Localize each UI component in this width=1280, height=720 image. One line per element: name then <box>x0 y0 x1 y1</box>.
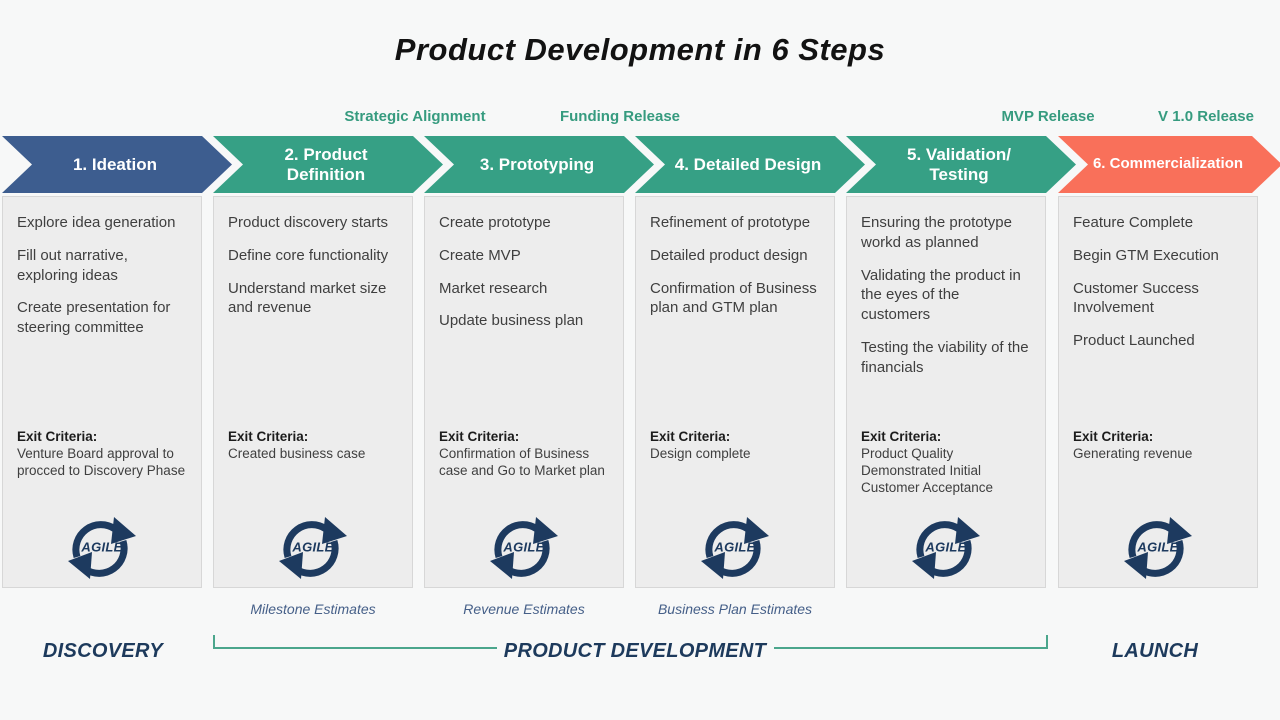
stage-arrow-commercialization: 6. Commercialization <box>1058 136 1280 193</box>
stage-header: 4. Detailed Design <box>674 154 822 174</box>
stage-item: Create presentation for steering committ… <box>17 299 171 337</box>
agile-arrows-icon <box>1124 517 1192 579</box>
agile-arrows-icon <box>279 517 347 579</box>
stage-card-validation-testing: Ensuring the prototype workd as planned … <box>846 196 1046 588</box>
exit-criteria-label: Exit Criteria: <box>228 429 309 444</box>
stage-header: 5. Validation/ Testing <box>907 145 1011 184</box>
exit-criteria-label: Exit Criteria: <box>439 429 520 444</box>
estimate-label-revenue: Revenue Estimates <box>463 601 585 617</box>
stage-arrow-ideation: 1. Ideation <box>2 136 232 193</box>
stage-header: 2. Product Definition <box>284 145 368 184</box>
agile-cycle-icon: AGILE <box>695 513 775 581</box>
agile-label: AGILE <box>292 539 334 555</box>
exit-criteria-block: Exit Criteria: Generating revenue <box>1073 429 1249 462</box>
agile-label: AGILE <box>714 539 756 555</box>
exit-criteria-text: Generating revenue <box>1073 446 1193 461</box>
agile-arrows-icon <box>68 517 136 579</box>
exit-criteria-text: Created business case <box>228 446 366 461</box>
stage-card-commercialization: Feature Complete Begin GTM Execution Cus… <box>1058 196 1258 588</box>
agile-label: AGILE <box>925 539 967 555</box>
stage-item: Testing the viability of the financials <box>861 338 1029 376</box>
agile-cycle-icon: AGILE <box>273 513 353 581</box>
exit-criteria-block: Exit Criteria: Confirmation of Business … <box>439 429 615 479</box>
exit-criteria-label: Exit Criteria: <box>17 429 98 444</box>
stage-item: Create prototype <box>439 214 551 231</box>
milestone-label-strategic-alignment: Strategic Alignment <box>344 108 486 125</box>
milestone-label-funding-release: Funding Release <box>559 108 681 125</box>
stage-item: Understand market size and revenue <box>228 279 387 317</box>
stage-item: Define core functionality <box>228 246 389 264</box>
bracket-line-right <box>774 647 1048 649</box>
exit-criteria-text: Venture Board approval to procced to Dis… <box>17 446 186 478</box>
stage-item: Market research <box>439 279 548 297</box>
stage-item: Customer Success Involvement <box>1073 279 1199 317</box>
stage-item: Validating the product in the eyes of th… <box>861 266 1021 324</box>
stage-item: Product discovery starts <box>228 214 389 231</box>
exit-criteria-text: Product Quality Demonstrated Initial Cus… <box>861 446 994 495</box>
stage-arrow-product-definition: 2. Product Definition <box>213 136 443 193</box>
exit-criteria-block: Exit Criteria: Created business case <box>228 429 404 462</box>
stage-item: Fill out narrative, exploring ideas <box>17 246 128 284</box>
stage-header: 6. Commercialization <box>1092 155 1244 173</box>
milestone-label-mvp-release: MVP Release <box>1001 108 1095 125</box>
exit-criteria-text: Confirmation of Business case and Go to … <box>439 446 605 478</box>
agile-arrows-icon <box>912 517 980 579</box>
agile-arrows-icon <box>701 517 769 579</box>
agile-cycle-icon: AGILE <box>1118 513 1198 581</box>
stage-card-prototyping: Create prototype Create MVP Market resea… <box>424 196 624 588</box>
exit-criteria-label: Exit Criteria: <box>861 429 942 444</box>
stage-item: Product Launched <box>1073 332 1195 350</box>
phase-label-discovery: DISCOVERY <box>42 640 164 662</box>
agile-cycle-icon: AGILE <box>484 513 564 581</box>
agile-cycle-icon: AGILE <box>62 513 142 581</box>
stage-arrow-validation-testing: 5. Validation/ Testing <box>846 136 1076 193</box>
stage-header: 1. Ideation <box>72 154 158 174</box>
agile-cycle-icon: AGILE <box>906 513 986 581</box>
stage-item: Update business plan <box>439 312 584 330</box>
bracket-tick-left <box>213 635 215 649</box>
agile-label: AGILE <box>81 539 123 555</box>
exit-criteria-block: Exit Criteria: Design complete <box>650 429 826 462</box>
exit-criteria-label: Exit Criteria: <box>650 429 731 444</box>
agile-label: AGILE <box>503 539 545 555</box>
phase-label-product-development: PRODUCT DEVELOPMENT <box>503 640 767 662</box>
milestone-label-v1-release: V 1.0 Release <box>1158 108 1254 125</box>
stage-arrow-prototyping: 3. Prototyping <box>424 136 654 193</box>
exit-criteria-text: Design complete <box>650 446 751 461</box>
estimate-label-business-plan: Business Plan Estimates <box>657 601 813 617</box>
stage-card-ideation: Explore idea generation Fill out narrati… <box>2 196 202 588</box>
page-title: Product Development in 6 Steps <box>394 32 886 67</box>
stage-item: Ensuring the prototype workd as planned <box>861 214 1012 251</box>
stage-header: 3. Prototyping <box>479 154 595 174</box>
stage-item: Feature Complete <box>1073 214 1194 231</box>
stage-item: Explore idea generation <box>17 214 176 231</box>
exit-criteria-block: Exit Criteria: Product Quality Demonstra… <box>861 429 1037 496</box>
estimate-label-milestone: Milestone Estimates <box>250 601 376 617</box>
phase-label-launch: LAUNCH <box>1111 640 1199 662</box>
stage-card-product-definition: Product discovery starts Define core fun… <box>213 196 413 588</box>
agile-label: AGILE <box>1137 539 1179 555</box>
stage-arrow-detailed-design: 4. Detailed Design <box>635 136 865 193</box>
stage-item: Detailed product design <box>650 246 808 264</box>
agile-arrows-icon <box>490 517 558 579</box>
stage-item: Begin GTM Execution <box>1073 246 1219 264</box>
exit-criteria-block: Exit Criteria: Venture Board approval to… <box>17 429 193 479</box>
stage-item: Create MVP <box>439 246 521 264</box>
stage-item: Confirmation of Business plan and GTM pl… <box>650 279 817 317</box>
stage-card-detailed-design: Refinement of prototype Detailed product… <box>635 196 835 588</box>
exit-criteria-label: Exit Criteria: <box>1073 429 1154 444</box>
bracket-line-left <box>213 647 497 649</box>
stage-item: Refinement of prototype <box>650 214 811 231</box>
bracket-tick-right <box>1046 635 1048 649</box>
